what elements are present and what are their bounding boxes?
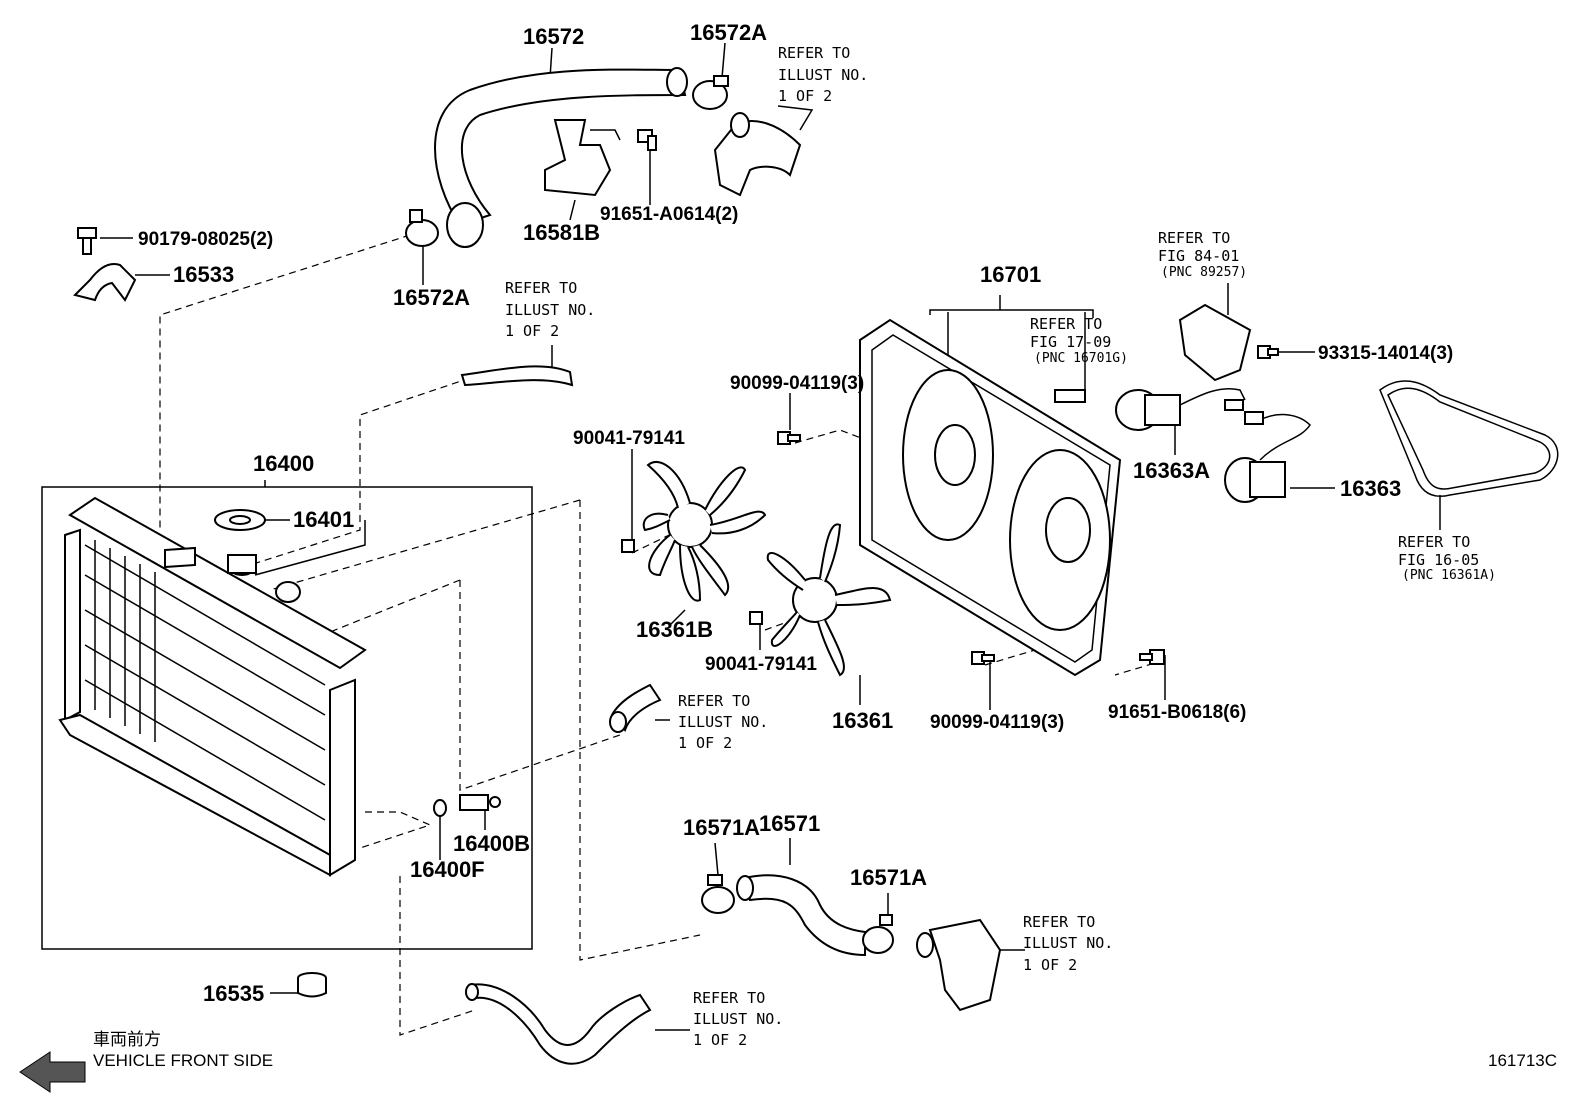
svg-text:1 OF 2: 1 OF 2	[778, 87, 832, 105]
svg-text:ILLUST NO.: ILLUST NO.	[678, 713, 768, 731]
svg-text:REFER TO: REFER TO	[1023, 913, 1095, 931]
label-16361B: 16361B	[636, 617, 713, 642]
fan-16361	[766, 523, 892, 677]
label-16401: 16401	[293, 507, 354, 532]
svg-text:(PNC 16361A): (PNC 16361A)	[1402, 568, 1496, 583]
clamp-16571A-right	[862, 914, 894, 954]
note-fig-17-09: REFER TO FIG 17-09 (PNC 16701G)	[1030, 315, 1128, 366]
label-93315-14014: 93315-14014(3)	[1318, 343, 1453, 364]
legend-english: VEHICLE FRONT SIDE	[93, 1051, 273, 1070]
label-16533: 16533	[173, 262, 234, 287]
label-16363A: 16363A	[1133, 458, 1210, 483]
fan-controller	[1178, 303, 1252, 382]
label-16572A-top: 16572A	[690, 20, 767, 45]
label-16400: 16400	[253, 451, 314, 476]
bolt-91651-A0614	[637, 129, 657, 151]
svg-text:ILLUST NO.: ILLUST NO.	[505, 301, 595, 319]
bracket-16533	[73, 263, 137, 302]
label-16361: 16361	[832, 708, 893, 733]
motor-16363	[1224, 411, 1311, 503]
water-outlet-bottom	[916, 918, 1002, 1012]
note-refer-top: REFER TO ILLUST NO. 1 OF 2	[778, 44, 868, 105]
vehicle-front-arrow-icon	[19, 1051, 86, 1093]
drain-plug	[433, 794, 501, 817]
svg-text:REFER TO: REFER TO	[778, 44, 850, 62]
screw-93315-14014	[1257, 345, 1279, 359]
label-16363: 16363	[1340, 476, 1401, 501]
water-inlet-top	[713, 112, 802, 197]
label-91651-B0618: 91651-B0618(6)	[1108, 702, 1246, 723]
label-16535: 16535	[203, 981, 264, 1006]
svg-text:REFER TO: REFER TO	[1398, 533, 1470, 551]
nut-90041-79141-b	[749, 611, 763, 625]
upper-hose-16572	[434, 67, 688, 248]
note-fig-84-01: REFER TO FIG 84-01 (PNC 89257)	[1158, 229, 1247, 280]
diagram-id: 161713C	[1488, 1051, 1557, 1070]
svg-text:ILLUST NO.: ILLUST NO.	[778, 66, 868, 84]
note-refer-inlet: REFER TO ILLUST NO. 1 OF 2	[1023, 913, 1113, 974]
solid-leaders	[100, 42, 1441, 1031]
screw-90099-04119-b	[971, 651, 995, 665]
label-16400B: 16400B	[453, 831, 530, 856]
label-16571: 16571	[759, 811, 820, 836]
radiator-assembly	[41, 480, 533, 950]
svg-text:REFER TO: REFER TO	[505, 279, 577, 297]
label-90041-79141-a: 90041-79141	[573, 428, 685, 449]
label-16572A-left: 16572A	[393, 285, 470, 310]
part-labels: 16572 16572A 16581B 91651-A0614(2) 90179…	[138, 20, 1453, 1006]
screw-90099-04119-a	[777, 431, 801, 445]
clamp-16571A-left	[701, 874, 735, 914]
lower-hose-16571	[736, 874, 866, 957]
svg-text:1 OF 2: 1 OF 2	[1023, 956, 1077, 974]
svg-text:FIG 16-05: FIG 16-05	[1398, 551, 1479, 569]
rubber-mount-16535	[297, 972, 327, 998]
note-refer-bottom: REFER TO ILLUST NO. 1 OF 2	[693, 989, 783, 1049]
svg-text:(PNC 16701G): (PNC 16701G)	[1034, 351, 1128, 366]
legend-japanese: 車両前方	[93, 1030, 161, 1049]
label-90099-04119-a: 90099-04119(3)	[730, 373, 864, 394]
label-16571A-right: 16571A	[850, 865, 927, 890]
bottom-hose	[465, 983, 652, 1065]
nut-90041-79141-a	[621, 539, 635, 553]
small-hose	[460, 365, 574, 387]
fan-16361B	[642, 460, 767, 602]
svg-text:ILLUST NO.: ILLUST NO.	[693, 1010, 783, 1028]
svg-text:ILLUST NO.: ILLUST NO.	[1023, 934, 1113, 952]
label-90041-79141-b: 90041-79141	[705, 654, 817, 675]
label-16701: 16701	[980, 262, 1041, 287]
note-refer-mid: REFER TO ILLUST NO. 1 OF 2	[678, 692, 768, 752]
motor-16363A	[1115, 387, 1246, 431]
bracket-16581B	[544, 119, 621, 197]
fan-shroud-16701	[859, 318, 1122, 677]
note-fig-16-05: REFER TO FIG 16-05 (PNC 16361A)	[1398, 533, 1496, 583]
svg-text:1 OF 2: 1 OF 2	[693, 1031, 747, 1049]
label-91651-A0614: 91651-A0614(2)	[600, 204, 738, 225]
label-16571A-left: 16571A	[683, 815, 760, 840]
clamp-16572A-top	[692, 75, 729, 110]
label-16581B: 16581B	[523, 220, 600, 245]
note-refer-hose: REFER TO ILLUST NO. 1 OF 2	[505, 279, 595, 340]
svg-text:FIG 17-09: FIG 17-09	[1030, 333, 1111, 351]
svg-text:REFER TO: REFER TO	[678, 692, 750, 710]
svg-text:REFER TO: REFER TO	[1158, 229, 1230, 247]
label-90179-08025: 90179-08025(2)	[138, 229, 273, 250]
drive-belt	[1379, 380, 1559, 497]
radiator-core-fins	[84, 540, 326, 821]
svg-text:REFER TO: REFER TO	[1030, 315, 1102, 333]
svg-text:1 OF 2: 1 OF 2	[505, 322, 559, 340]
label-16572: 16572	[523, 24, 584, 49]
curved-hose-mid	[609, 683, 662, 733]
cap-gasket-16401	[214, 509, 266, 531]
svg-text:FIG 84-01: FIG 84-01	[1158, 247, 1239, 265]
svg-text:(PNC 89257): (PNC 89257)	[1161, 265, 1247, 280]
svg-text:REFER TO: REFER TO	[693, 989, 765, 1007]
label-90099-04119-b: 90099-04119(3)	[930, 712, 1064, 733]
bolt-90179-08025	[77, 227, 97, 255]
label-16400F: 16400F	[410, 857, 485, 882]
svg-text:1 OF 2: 1 OF 2	[678, 734, 732, 752]
bolt-91651-B0618	[1139, 649, 1165, 665]
clamp-16572A-left	[405, 209, 439, 247]
